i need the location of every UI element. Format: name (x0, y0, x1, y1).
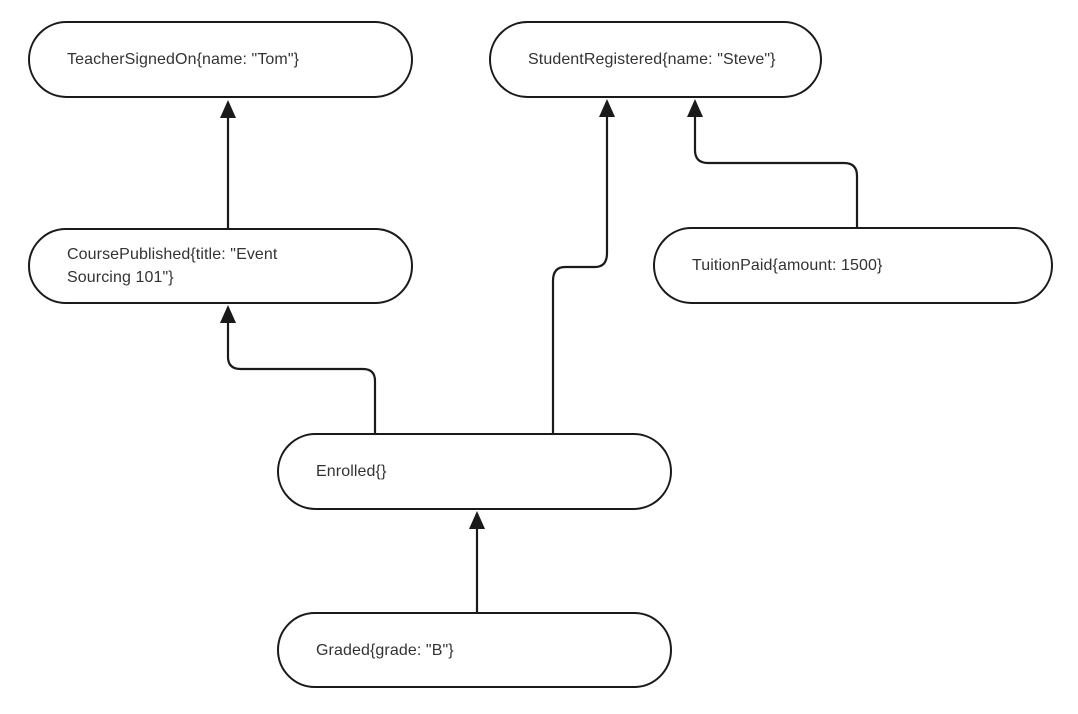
node-tuition-paid-label: TuitionPaid{amount: 1500} (692, 257, 883, 274)
node-course-published: CoursePublished{title: "Event Sourcing 1… (28, 228, 413, 304)
node-student-registered: StudentRegistered{name: "Steve"} (489, 21, 822, 98)
node-graded-label: Graded{grade: "B"} (316, 641, 454, 659)
arrow-up-icon (599, 99, 615, 117)
edge-graded-to-enrolled (469, 511, 485, 612)
node-enrolled-label: Enrolled{} (316, 463, 387, 480)
node-graded: Graded{grade: "B"} (277, 612, 672, 688)
arrow-up-icon (469, 511, 485, 529)
edge-enrolled-to-student-registered (551, 99, 615, 433)
node-teacher-signed-on-label: TeacherSignedOn{name: "Tom"} (67, 51, 300, 68)
node-tuition-paid: TuitionPaid{amount: 1500} (653, 227, 1053, 304)
edge-course-published-to-teacher-signed-on (220, 100, 236, 228)
edge-tuition-paid-to-student-registered (687, 99, 859, 227)
arrow-up-icon (220, 305, 236, 323)
node-teacher-signed-on: TeacherSignedOn{name: "Tom"} (28, 21, 413, 98)
node-student-registered-label: StudentRegistered{name: "Steve"} (528, 51, 776, 68)
node-course-published-label: CoursePublished{title: "Event Sourcing 1… (67, 246, 278, 286)
arrow-up-icon (687, 99, 703, 117)
arrow-up-icon (220, 100, 236, 118)
edge-enrolled-to-course-published (220, 305, 377, 433)
node-enrolled: Enrolled{} (277, 433, 672, 510)
